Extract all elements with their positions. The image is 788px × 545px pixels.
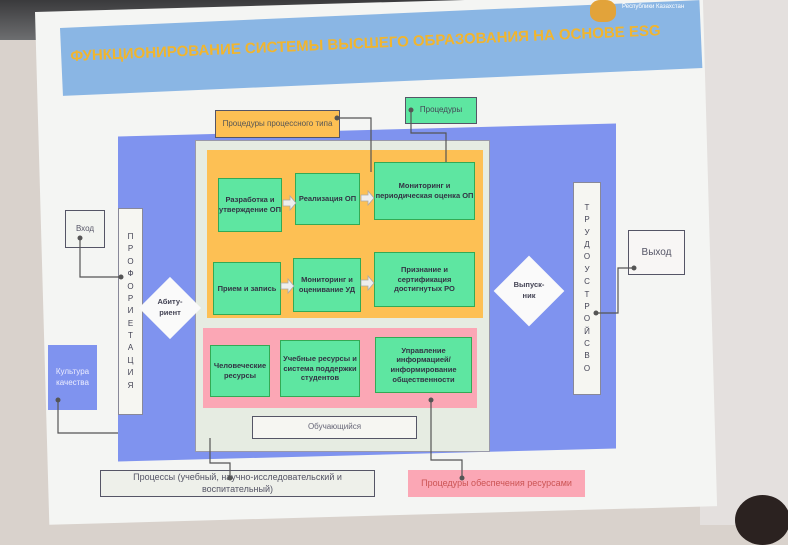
letter: Р [127, 244, 134, 254]
letter: И [127, 306, 134, 316]
letter: О [583, 363, 591, 373]
letter: И [127, 368, 134, 378]
resource-procedures-box: Процедуры обеспечения ресурсами [408, 470, 585, 497]
letter: Р [127, 293, 134, 303]
resource-learning: Учебные ресурсы и система поддержки студ… [280, 340, 360, 397]
emblem-icon [590, 0, 616, 22]
letter: О [127, 256, 134, 266]
learner-box: Обучающийся [252, 416, 417, 439]
step-monitoring-op: Мониторинг и периодическая оценка ОП [374, 162, 475, 220]
process-type-procedures-box: Процедуры процессного типа [215, 110, 340, 138]
step-develop-op: Разработка и утверждение ОП [218, 178, 282, 232]
letter: У [584, 227, 590, 237]
letter: П [127, 231, 134, 241]
letter: В [584, 351, 590, 361]
resource-information: Управление информацией/ информирование о… [375, 337, 472, 393]
procedures-box: Процедуры [405, 97, 477, 124]
letter: Т [128, 331, 133, 341]
letter: А [127, 343, 134, 353]
letter: Р [584, 301, 590, 311]
input-box: Вход [65, 210, 105, 248]
resource-human: Человеческие ресурсы [210, 345, 270, 397]
letter: О [127, 281, 134, 291]
letter: Й [584, 326, 590, 336]
letter: С [584, 339, 590, 349]
processes-box: Процессы (учебный, научно-исследовательс… [100, 470, 375, 497]
step-implement-op: Реализация ОП [295, 173, 360, 225]
step-recognition: Признание и сертификация достигнутых РО [374, 252, 475, 307]
letter: Ц [127, 355, 134, 365]
letter: У [584, 264, 590, 274]
applicant-label: Абиту- риент [157, 297, 183, 318]
country-label: Республики Казахстан [622, 4, 685, 10]
letter: О [583, 252, 591, 262]
connector-lines [55, 107, 637, 481]
letter: Д [584, 239, 590, 249]
letter: О [583, 314, 591, 324]
output-box: Выход [628, 230, 685, 275]
step-monitoring-ud: Мониторинг и оценивание УД [293, 258, 361, 312]
letter: Е [127, 318, 134, 328]
graduate-label: Выпуск- ник [513, 280, 545, 301]
letter: Ф [127, 269, 134, 279]
letter: Т [584, 202, 590, 212]
step-admission: Прием и запись [213, 262, 281, 315]
letter: С [584, 277, 590, 287]
letter: Я [127, 380, 134, 390]
letter: Т [584, 289, 590, 299]
letter: Р [584, 215, 590, 225]
audience-head [735, 495, 788, 545]
